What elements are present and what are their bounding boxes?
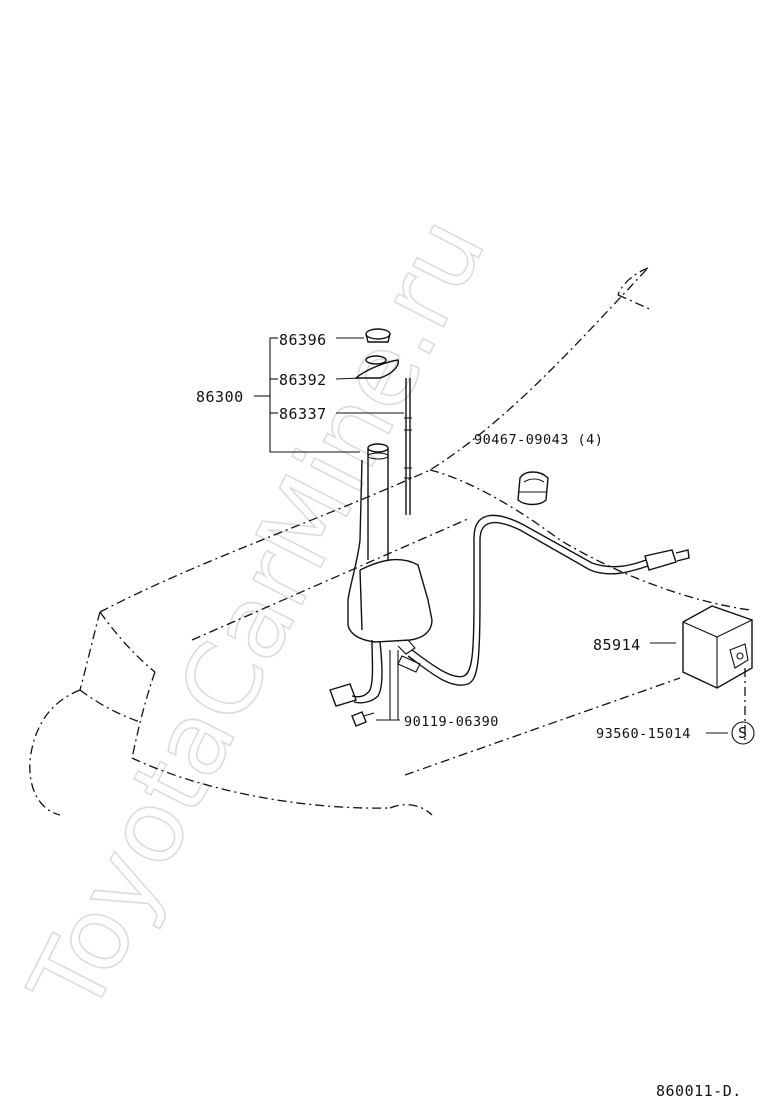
diagram-code: 860011-D.	[656, 1082, 742, 1100]
callout-86396: 86396	[279, 331, 327, 349]
leader-lines	[254, 337, 728, 734]
antenna-bezel	[354, 355, 399, 379]
callout-93560-15014: 93560-15014	[596, 726, 691, 742]
callout-85914: 85914	[593, 636, 641, 654]
antenna-nut	[365, 328, 391, 343]
standard-part-letter: S	[738, 724, 748, 742]
antenna-mast	[404, 378, 412, 515]
callout-90467-09043: 90467-09043 (4)	[474, 432, 603, 448]
callout-86300: 86300	[196, 388, 244, 406]
antenna-cable	[397, 514, 690, 686]
watermark: ToyotaCarMine.ru	[7, 199, 508, 1031]
vehicle-body-outline	[29, 267, 751, 816]
callout-86337: 86337	[279, 405, 327, 423]
standard-part-symbol: S	[731, 721, 755, 745]
power-antenna-motor	[329, 443, 433, 720]
callout-86392: 86392	[279, 371, 327, 389]
cable-clip	[517, 471, 549, 506]
antenna-relay	[682, 605, 753, 740]
mounting-screw	[351, 711, 375, 727]
callout-90119-06390: 90119-06390	[404, 714, 499, 730]
